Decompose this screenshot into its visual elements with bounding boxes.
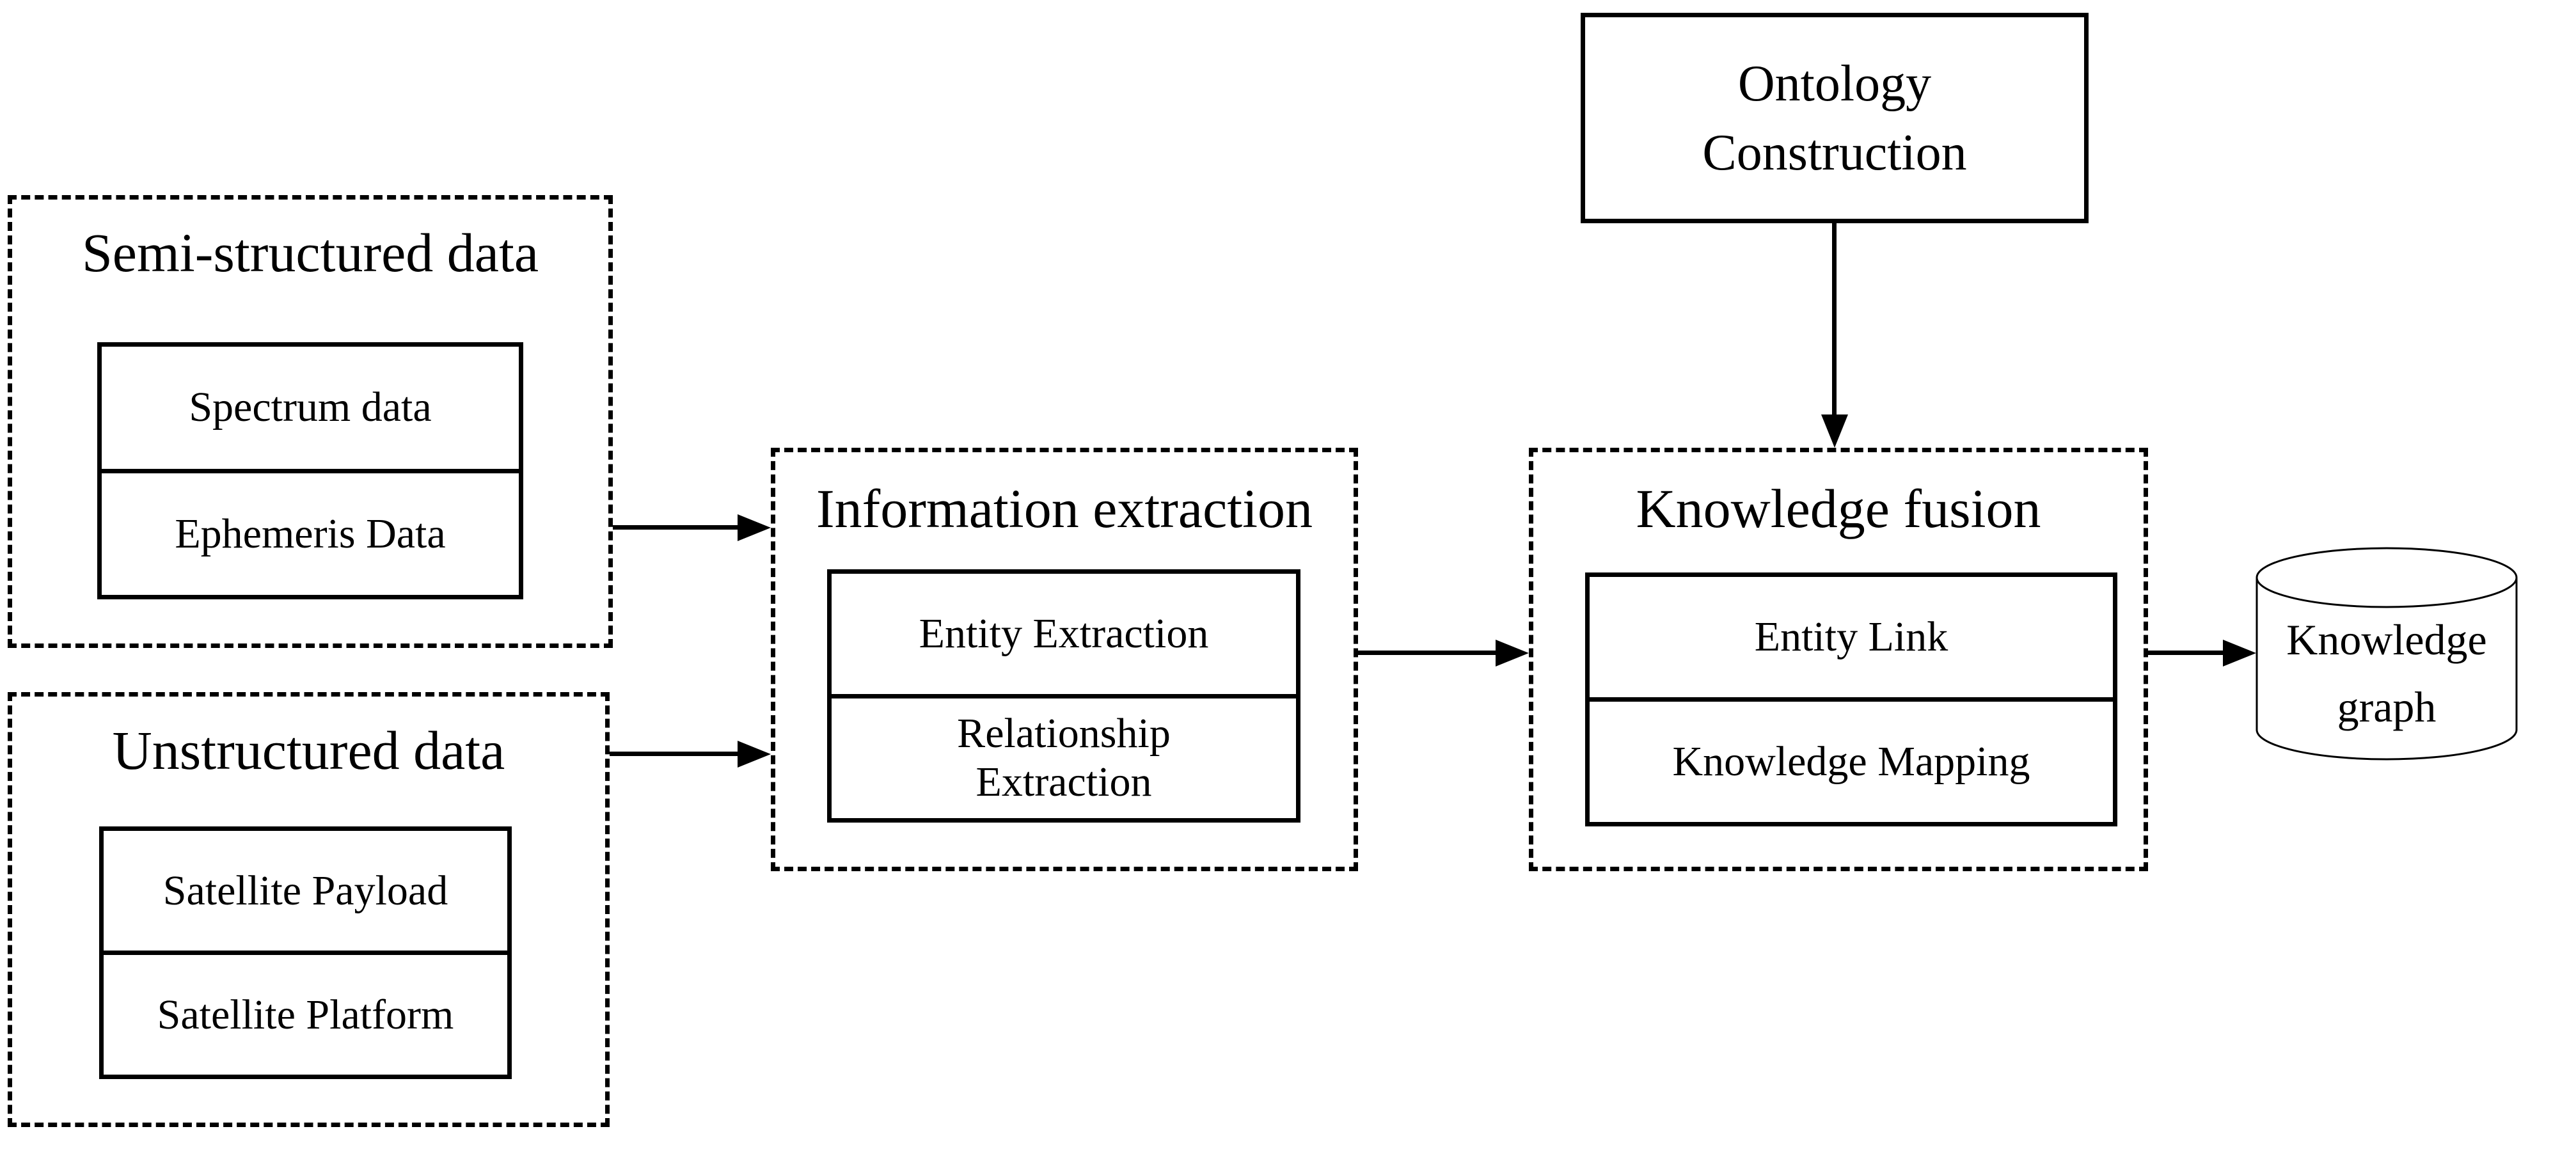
knowledge-graph-label: Knowledge graph bbox=[2286, 615, 2487, 732]
semi-structured-group-box bbox=[8, 195, 613, 648]
knowledge-fusion-group-box bbox=[1529, 448, 2148, 871]
ontology-construction-label: Ontology Construction bbox=[1702, 55, 1967, 181]
semi-structured-title: Semi-structured data bbox=[81, 222, 539, 283]
arrow-ontology-to-fusion-line bbox=[1832, 223, 1837, 416]
table-row: Ephemeris Data bbox=[102, 468, 519, 596]
satellite-platform-label: Satellite Platform bbox=[157, 991, 454, 1038]
satellite-payload-label: Satellite Payload bbox=[162, 867, 448, 914]
knowledge-mapping-label: Knowledge Mapping bbox=[1672, 738, 2030, 785]
arrow-semi-to-extraction-head bbox=[738, 514, 771, 541]
arrow-unstructured-to-extraction-line bbox=[610, 752, 741, 756]
entity-link-label: Entity Link bbox=[1754, 613, 1948, 661]
database-cylinder-icon bbox=[2256, 547, 2518, 761]
table-row: Satellite Payload bbox=[104, 831, 507, 951]
semi-structured-table: Spectrum data Ephemeris Data bbox=[97, 342, 523, 599]
arrow-fusion-to-graph-head bbox=[2223, 640, 2256, 667]
relationship-extraction-label: Relationship Extraction bbox=[957, 710, 1171, 806]
information-extraction-group-box bbox=[771, 448, 1358, 871]
unstructured-group-box bbox=[8, 692, 610, 1127]
table-row: Entity Link bbox=[1590, 577, 2113, 697]
table-row: Spectrum data bbox=[102, 347, 519, 469]
table-row: Satellite Platform bbox=[104, 951, 507, 1075]
arrow-semi-to-extraction-line bbox=[613, 525, 741, 530]
information-extraction-table: Entity Extraction Relationship Extractio… bbox=[827, 569, 1300, 823]
unstructured-title: Unstructured data bbox=[112, 720, 505, 781]
arrow-unstructured-to-extraction-head bbox=[738, 741, 771, 768]
table-row: Relationship Extraction bbox=[832, 693, 1296, 819]
knowledge-fusion-title: Knowledge fusion bbox=[1636, 478, 2041, 539]
unstructured-table: Satellite Payload Satellite Platform bbox=[99, 826, 512, 1079]
arrow-fusion-to-graph-line bbox=[2148, 651, 2225, 655]
arrow-extraction-to-fusion-head bbox=[1496, 640, 1529, 667]
information-extraction-title: Information extraction bbox=[816, 478, 1313, 539]
ephemeris-data-label: Ephemeris Data bbox=[175, 510, 446, 557]
spectrum-data-label: Spectrum data bbox=[189, 384, 432, 431]
knowledge-fusion-table: Entity Link Knowledge Mapping bbox=[1585, 572, 2117, 826]
arrow-extraction-to-fusion-line bbox=[1358, 651, 1496, 655]
table-row: Knowledge Mapping bbox=[1590, 697, 2113, 822]
table-row: Entity Extraction bbox=[832, 574, 1296, 694]
ontology-construction-box: Ontology Construction bbox=[1581, 13, 2089, 223]
arrow-ontology-to-fusion-head bbox=[1821, 414, 1848, 448]
entity-extraction-label: Entity Extraction bbox=[919, 610, 1209, 657]
